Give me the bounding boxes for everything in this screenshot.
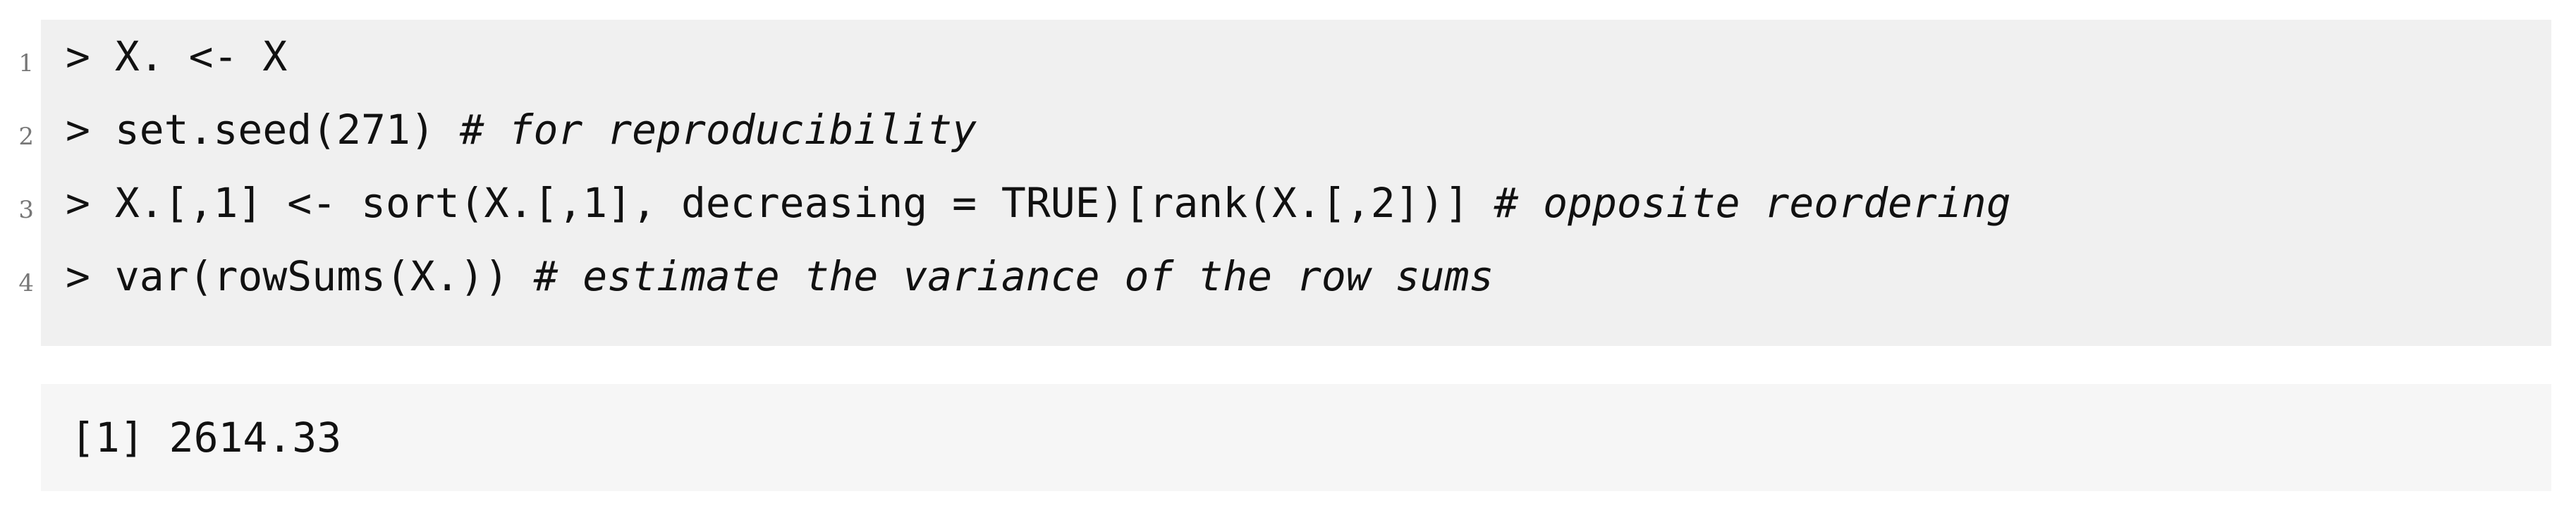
code-statement: > X.[,1] <- sort(X.[,1], decreasing = TR… [66,179,1494,227]
line-number: 1 [18,49,34,78]
code-line-4: 4 > var(rowSums(X.)) # estimate the vari… [18,240,2551,313]
code-comment: # for reproducibility [459,106,977,154]
code-statement: > set.seed(271) [66,106,460,154]
code-text: > X.[,1] <- sort(X.[,1], decreasing = TR… [66,166,2011,240]
code-statement: > var(rowSums(X.)) [66,252,534,300]
code-text: > set.seed(271) # for reproducibility [66,93,977,166]
code-line-2: 2 > set.seed(271) # for reproducibility [18,93,2551,166]
line-number: 2 [18,123,34,151]
line-number: 3 [18,196,34,224]
code-text: > var(rowSums(X.)) # estimate the varian… [66,240,1494,313]
code-statement: > X. <- X [66,32,288,80]
code-comment: # estimate the variance of the row sums [533,252,1494,300]
output-block: [1] 2614.33 [41,384,2551,491]
code-text: > X. <- X [66,20,287,93]
code-line-1: 1 > X. <- X [18,20,2551,93]
code-comment: # opposite reordering [1494,179,2011,227]
output-text: [1] 2614.33 [71,414,342,462]
code-line-3: 3 > X.[,1] <- sort(X.[,1], decreasing = … [18,166,2551,240]
line-number: 4 [18,269,34,297]
code-block: 1 > X. <- X 2 > set.seed(271) # for repr… [18,20,2551,346]
